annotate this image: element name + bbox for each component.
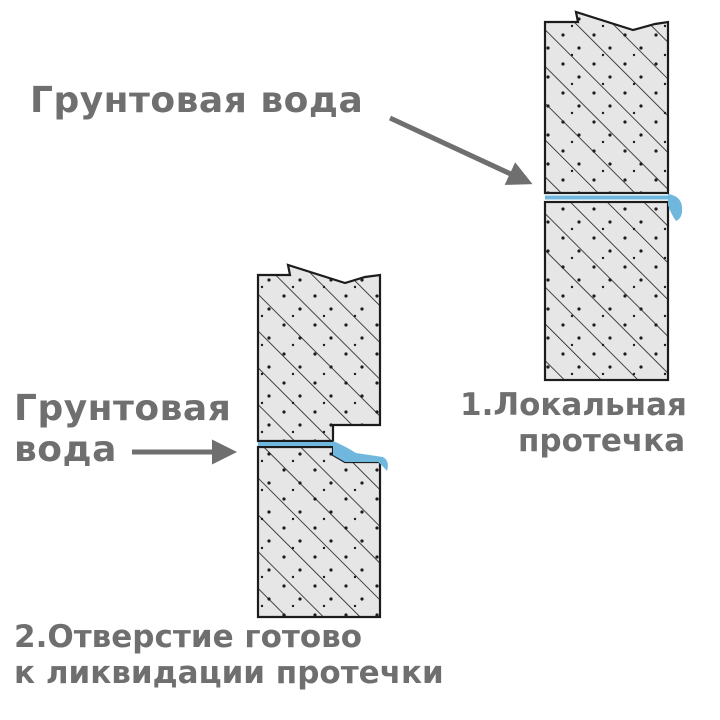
wall-1-lower-block (543, 200, 670, 382)
arrow-top (388, 115, 533, 185)
wall-2-upper-block (256, 263, 382, 443)
wall-1-leak-water (545, 194, 683, 221)
groundwater-label-mid-line2: вода (14, 429, 117, 471)
caption-hole-ready-line2: к ликвидации протечки (14, 654, 444, 691)
wall-1-upper-block (543, 10, 670, 195)
caption-local-leak: 1.Локальная протечка (460, 387, 687, 459)
groundwater-label-mid-line1: Грунтовая (14, 388, 232, 429)
groundwater-label-top: Грунтовая вода (30, 80, 364, 121)
caption-local-leak-line2: протечка (518, 422, 686, 459)
groundwater-label-mid: Грунтовая вода (14, 388, 231, 471)
caption-hole-ready-line1: 2.Отверстие готово (14, 619, 363, 655)
wall-2-leak-water (258, 441, 388, 471)
wall-2-lower-block (256, 445, 382, 619)
caption-local-leak-line1: 1.Локальная (460, 387, 687, 423)
caption-hole-ready: 2.Отверстие готово к ликвидации протечки (14, 619, 444, 691)
